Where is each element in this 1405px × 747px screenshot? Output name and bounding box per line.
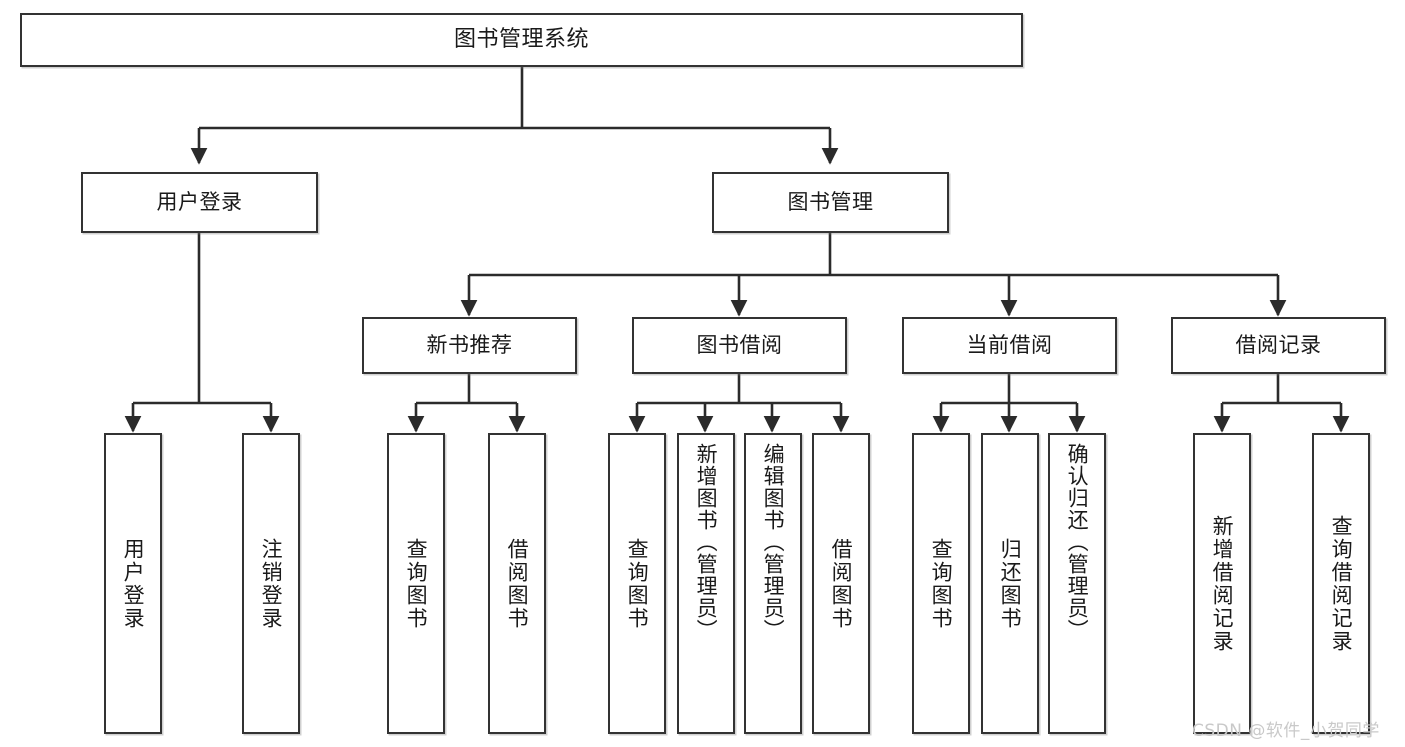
node-leaf-edit-book[interactable]: 编辑图书（管理员） [744, 433, 802, 734]
node-leaf-query-book-2-label: 查询图书 [625, 537, 650, 630]
node-leaf-query-book-3[interactable]: 查询图书 [912, 433, 970, 734]
node-book-borrow-label: 图书借阅 [696, 333, 783, 358]
node-borrow-record-label: 借阅记录 [1235, 333, 1322, 358]
node-leaf-query-book-1[interactable]: 查询图书 [387, 433, 445, 734]
node-leaf-query-book-2[interactable]: 查询图书 [608, 433, 666, 734]
node-borrow-record[interactable]: 借阅记录 [1171, 317, 1386, 374]
node-leaf-add-book-label: 新增图书（管理员） [694, 443, 719, 641]
node-leaf-borrow-book-1-label: 借阅图书 [505, 537, 530, 630]
node-leaf-add-record[interactable]: 新增借阅记录 [1193, 433, 1251, 734]
node-root-label: 图书管理系统 [453, 27, 589, 53]
node-leaf-logout-label: 注销登录 [259, 537, 284, 630]
node-leaf-user-login[interactable]: 用户登录 [104, 433, 162, 734]
node-book-borrow[interactable]: 图书借阅 [632, 317, 847, 374]
node-current-borrow[interactable]: 当前借阅 [902, 317, 1117, 374]
node-leaf-query-record-label: 查询借阅记录 [1329, 514, 1354, 653]
node-leaf-logout[interactable]: 注销登录 [242, 433, 300, 734]
node-current-borrow-label: 当前借阅 [966, 333, 1053, 358]
node-new-book-rec[interactable]: 新书推荐 [362, 317, 577, 374]
node-user-login-label: 用户登录 [156, 190, 243, 215]
node-leaf-borrow-book-1[interactable]: 借阅图书 [488, 433, 546, 734]
node-leaf-borrow-book-2-label: 借阅图书 [829, 537, 854, 630]
node-leaf-add-record-label: 新增借阅记录 [1210, 514, 1235, 653]
node-leaf-confirm-return-label: 确认归还（管理员） [1065, 443, 1090, 641]
node-leaf-edit-book-label: 编辑图书（管理员） [761, 443, 786, 641]
node-leaf-add-book[interactable]: 新增图书（管理员） [677, 433, 735, 734]
node-book-manage[interactable]: 图书管理 [712, 172, 949, 233]
node-root[interactable]: 图书管理系统 [20, 13, 1023, 67]
node-leaf-return-book[interactable]: 归还图书 [981, 433, 1039, 734]
node-leaf-confirm-return[interactable]: 确认归还（管理员） [1048, 433, 1106, 734]
node-leaf-query-book-1-label: 查询图书 [404, 537, 429, 630]
node-user-login[interactable]: 用户登录 [81, 172, 318, 233]
node-leaf-borrow-book-2[interactable]: 借阅图书 [812, 433, 870, 734]
node-leaf-query-record[interactable]: 查询借阅记录 [1312, 433, 1370, 734]
node-book-manage-label: 图书管理 [787, 190, 874, 215]
watermark-text: CSDN @软件_小贺同学 [1192, 721, 1380, 741]
node-leaf-return-book-label: 归还图书 [998, 537, 1023, 630]
node-leaf-query-book-3-label: 查询图书 [929, 537, 954, 630]
node-new-book-rec-label: 新书推荐 [426, 333, 513, 358]
node-leaf-user-login-label: 用户登录 [121, 537, 146, 630]
